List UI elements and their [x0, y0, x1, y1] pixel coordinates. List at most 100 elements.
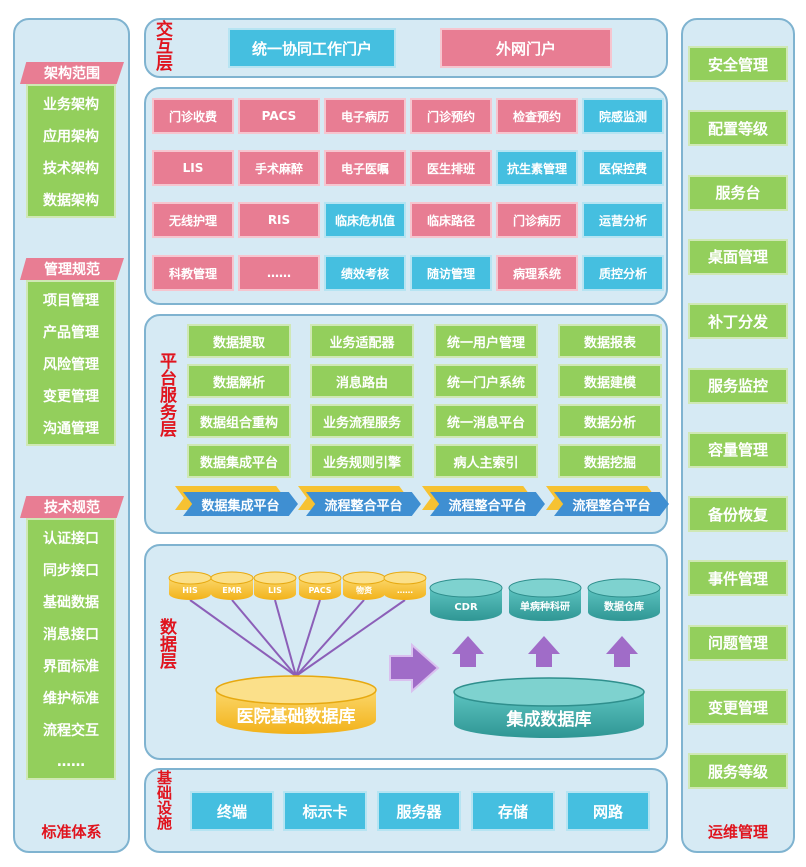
application-module[interactable]: 病理系统 [496, 255, 578, 291]
application-module[interactable]: RIS [238, 202, 320, 238]
standards-group-item[interactable]: 应用架构 [43, 129, 99, 145]
platform-chevron: 流程整合平台 [422, 486, 547, 516]
platform-service[interactable]: 病人主索引 [434, 444, 538, 478]
platform-service[interactable]: 数据解析 [187, 364, 291, 398]
standards-group-item[interactable]: 界面标准 [43, 659, 99, 675]
infrastructure-item[interactable]: 标示卡 [283, 791, 367, 831]
platform-service[interactable]: 数据报表 [558, 324, 662, 358]
platform-service[interactable]: 业务规则引擎 [310, 444, 414, 478]
application-module[interactable]: 院感监测 [582, 98, 664, 134]
platform-chevron-label: 数据集成平台 [183, 492, 298, 516]
application-module[interactable]: 质控分析 [582, 255, 664, 291]
standards-group-item[interactable]: 维护标准 [43, 691, 99, 707]
standards-group-item[interactable]: 变更管理 [43, 389, 99, 405]
interaction-layer-label: 交互层 [152, 20, 172, 76]
standards-group-item[interactable]: 认证接口 [43, 531, 99, 547]
standards-group-item[interactable]: 业务架构 [43, 97, 99, 113]
portal-internal-button[interactable]: 统一协同工作门户 [228, 28, 396, 68]
data-layer-label: 数据层 [156, 618, 176, 674]
platform-layer-label: 平台服务层 [156, 352, 176, 442]
standards-group-box [26, 280, 116, 446]
platform-chevron-label: 流程整合平台 [430, 492, 545, 516]
application-module[interactable]: 绩效考核 [324, 255, 406, 291]
platform-service[interactable]: 统一用户管理 [434, 324, 538, 358]
standards-group-item[interactable]: 消息接口 [43, 627, 99, 643]
application-module[interactable]: 无线护理 [152, 202, 234, 238]
operations-item[interactable]: 服务等级 [688, 753, 788, 790]
data-layer [144, 544, 668, 760]
operations-item[interactable]: 服务监控 [688, 367, 788, 404]
standards-group-title: 管理规范 [20, 258, 124, 280]
operations-item[interactable]: 安全管理 [688, 46, 788, 82]
infrastructure-item[interactable]: 终端 [190, 791, 274, 831]
operations-item[interactable]: 服务台 [688, 174, 788, 211]
operations-footer: 运维管理 [707, 823, 768, 841]
application-module[interactable]: 医生排班 [410, 150, 492, 186]
application-module[interactable]: 门诊收费 [152, 98, 234, 134]
infrastructure-item[interactable]: 存储 [471, 791, 555, 831]
platform-service[interactable]: 数据挖掘 [558, 444, 662, 478]
standards-group-title: 技术规范 [20, 496, 124, 518]
platform-layer-label-text: 平台服务层 [156, 352, 176, 437]
application-module[interactable]: 手术麻醉 [238, 150, 320, 186]
platform-service[interactable]: 数据组合重构 [187, 404, 291, 438]
portal-external-button[interactable]: 外网门户 [440, 28, 612, 68]
infrastructure-layer-label: 基础设施 [154, 770, 174, 834]
platform-chevron-label: 流程整合平台 [306, 492, 421, 516]
operations-item[interactable]: 容量管理 [688, 431, 788, 468]
data-layer-label-text: 数据层 [156, 618, 176, 669]
standards-group-item[interactable]: 技术架构 [43, 161, 99, 177]
platform-chevron: 流程整合平台 [298, 486, 423, 516]
operations-item[interactable]: 问题管理 [688, 624, 788, 661]
application-module[interactable]: 电子医嘱 [324, 150, 406, 186]
standards-group-item[interactable]: 基础数据 [43, 595, 99, 611]
platform-chevron-label: 流程整合平台 [554, 492, 669, 516]
platform-service[interactable]: 数据建模 [558, 364, 662, 398]
standards-group-title: 架构范围 [20, 62, 124, 84]
standards-footer: 标准体系 [41, 823, 102, 841]
platform-service[interactable]: 业务流程服务 [310, 404, 414, 438]
standards-group-item[interactable]: 数据架构 [43, 193, 99, 209]
operations-item[interactable]: 配置等级 [688, 110, 788, 147]
platform-service[interactable]: 数据集成平台 [187, 444, 291, 478]
platform-chevron: 数据集成平台 [175, 486, 300, 516]
application-module[interactable]: PACS [238, 98, 320, 134]
standards-group-item[interactable]: 流程交互 [43, 723, 99, 739]
operations-item[interactable]: 事件管理 [688, 560, 788, 597]
operations-item[interactable]: 桌面管理 [688, 238, 788, 275]
operations-item[interactable]: 补丁分发 [688, 303, 788, 340]
application-module[interactable]: 检查预约 [496, 98, 578, 134]
standards-group-box [26, 84, 116, 218]
application-module[interactable]: 门诊预约 [410, 98, 492, 134]
application-module[interactable]: 临床路径 [410, 202, 492, 238]
platform-service[interactable]: 数据分析 [558, 404, 662, 438]
operations-item[interactable]: 变更管理 [688, 689, 788, 725]
standards-group-item[interactable]: 风险管理 [43, 357, 99, 373]
infrastructure-item[interactable]: 服务器 [377, 791, 461, 831]
operations-item[interactable]: 备份恢复 [688, 496, 788, 533]
application-module[interactable]: 医保控费 [582, 150, 664, 186]
application-module[interactable]: 临床危机值 [324, 202, 406, 238]
standards-group-item[interactable]: 同步接口 [43, 563, 99, 579]
application-module[interactable]: 运营分析 [582, 202, 664, 238]
infrastructure-item[interactable]: 网路 [566, 791, 650, 831]
interaction-layer-label-text: 交互层 [152, 20, 172, 71]
standards-group-item[interactable]: 沟通管理 [43, 421, 99, 437]
application-module[interactable]: 电子病历 [324, 98, 406, 134]
platform-service[interactable]: 消息路由 [310, 364, 414, 398]
platform-service[interactable]: 统一门户系统 [434, 364, 538, 398]
application-module[interactable]: 抗生素管理 [496, 150, 578, 186]
standards-group-item[interactable]: …… [57, 754, 85, 770]
application-module[interactable]: 随访管理 [410, 255, 492, 291]
application-module[interactable]: 门诊病历 [496, 202, 578, 238]
application-module[interactable]: …… [238, 255, 320, 291]
application-module[interactable]: LIS [152, 150, 234, 186]
standards-group-box [26, 518, 116, 780]
application-module[interactable]: 科教管理 [152, 255, 234, 291]
standards-group-item[interactable]: 项目管理 [43, 293, 99, 309]
platform-service[interactable]: 统一消息平台 [434, 404, 538, 438]
platform-chevron: 流程整合平台 [546, 486, 671, 516]
standards-group-item[interactable]: 产品管理 [43, 325, 99, 341]
platform-service[interactable]: 业务适配器 [310, 324, 414, 358]
platform-service[interactable]: 数据提取 [187, 324, 291, 358]
